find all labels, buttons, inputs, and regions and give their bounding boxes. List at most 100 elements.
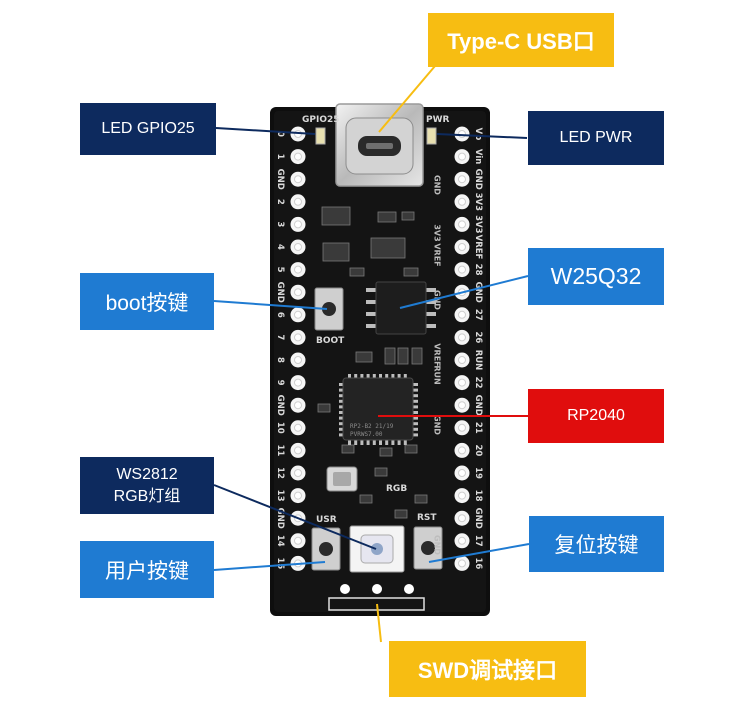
pin-hole-center xyxy=(458,243,466,251)
pin-label-right: Vin xyxy=(473,149,483,164)
line-boot xyxy=(213,300,328,310)
pin-hole-center xyxy=(294,152,302,161)
rp2040-pin xyxy=(391,374,395,379)
silk-rst: RST xyxy=(417,513,437,523)
rp2040-pin xyxy=(372,374,376,379)
pin-hole-center xyxy=(458,469,466,477)
pin-hole-center xyxy=(458,423,466,432)
line-led-pwr xyxy=(436,133,528,139)
user-button[interactable] xyxy=(311,527,341,571)
pin-hole-center xyxy=(294,243,302,251)
pin-label-left: 1 xyxy=(275,154,285,160)
silk-gpio25: GPIO25 xyxy=(302,115,340,125)
pin-label-left: 12 xyxy=(275,467,285,479)
pin-label-left: 3 xyxy=(275,221,285,227)
rp2040-pin xyxy=(379,374,382,379)
chip-marking-2: PVRWS7.00 xyxy=(350,431,383,438)
pin-label-right: 17 xyxy=(473,535,483,547)
pin-label-left: GND xyxy=(275,508,285,529)
rp2040-pin xyxy=(413,388,418,392)
rp2040-pin xyxy=(339,427,344,431)
rp2040-pin xyxy=(348,374,351,379)
callout-ws2812-line1: WS2812 xyxy=(116,465,178,483)
rp2040-pin xyxy=(413,399,418,403)
rp2040-pin xyxy=(391,440,395,445)
rp2040-pin xyxy=(339,383,344,386)
pin-label-inner: GND xyxy=(433,290,442,310)
pin-hole-center xyxy=(458,356,466,364)
pin-label-right: 3V3 xyxy=(473,215,483,233)
pin-hole-center xyxy=(458,152,466,161)
pin-label-left: 11 xyxy=(275,444,285,456)
line-reset-key xyxy=(428,543,530,563)
pin-hole-center xyxy=(294,197,302,206)
pin-hole-center xyxy=(458,220,466,229)
rp2040-pin xyxy=(360,374,364,379)
rp2040-pin xyxy=(397,374,401,379)
pin-hole-center xyxy=(294,288,302,297)
pin-hole-center xyxy=(458,536,466,545)
rp2040-pin xyxy=(339,394,344,398)
pin-hole-center xyxy=(458,197,466,206)
pin-label-inner: GND xyxy=(433,415,442,435)
rp2040-pin xyxy=(385,374,389,379)
rp2040-pin xyxy=(403,374,407,379)
pin-labels-right: VbVinGND3V33V3VREF28GND2726RUN22GND21201… xyxy=(433,128,484,570)
rp2040-pin xyxy=(403,440,407,445)
rp2040-pin xyxy=(397,440,401,445)
pin-label-right: GND xyxy=(473,282,483,303)
callout-w25q32: W25Q32 xyxy=(528,248,664,305)
swd-header xyxy=(328,584,425,611)
rp2040-pin xyxy=(413,427,418,431)
pin-hole-center xyxy=(458,333,466,342)
rp2040-pin xyxy=(413,416,418,420)
pin-hole-center xyxy=(294,220,302,229)
line-led-gpio25 xyxy=(215,127,316,135)
pin-hole-center xyxy=(458,310,466,319)
pin-label-left: 9 xyxy=(275,380,285,386)
pin-hole-center xyxy=(458,514,466,523)
pin-hole-center xyxy=(458,265,466,274)
pin-label-right: 20 xyxy=(473,444,483,456)
line-swd xyxy=(376,603,382,643)
pin-hole-center xyxy=(294,310,302,319)
callout-typec: Type-C USB口 xyxy=(428,13,614,67)
pin-hole-center xyxy=(294,536,302,545)
reset-button[interactable] xyxy=(413,526,443,570)
pin-label-right: 18 xyxy=(473,490,483,502)
pin-label-inner: VREF xyxy=(433,243,442,266)
crystal-oscillator xyxy=(326,466,358,492)
pin-hole-center xyxy=(458,401,466,410)
boot-button[interactable] xyxy=(314,287,344,331)
pin-label-right: 27 xyxy=(473,309,483,321)
rp2040-pin xyxy=(413,422,418,426)
callout-boot-key: boot按键 xyxy=(80,273,214,330)
pin-hole-center xyxy=(294,469,302,477)
rp2040-pin xyxy=(339,433,344,437)
pin-label-right: 3V3 xyxy=(473,193,483,211)
rp2040-pin xyxy=(366,374,370,379)
rp2040-pin xyxy=(339,405,344,409)
silk-boot: BOOT xyxy=(316,336,345,346)
pin-hole-center xyxy=(294,446,302,455)
rp2040-pin xyxy=(339,399,344,403)
pin-label-left: 4 xyxy=(275,244,285,250)
pin-hole-center xyxy=(294,401,302,410)
pin-label-left: 0 xyxy=(275,131,285,137)
pin-label-left: GND xyxy=(275,282,285,303)
pin-hole-center xyxy=(294,423,302,432)
pin-label-inner: GND xyxy=(433,175,442,195)
pin-hole-center xyxy=(458,491,466,500)
silk-usr: USR xyxy=(316,515,337,525)
pin-hole-center xyxy=(294,491,302,500)
pin-label-right: RUN xyxy=(473,350,483,371)
rp2040-pin xyxy=(348,440,351,445)
rp2040-pin xyxy=(360,440,364,445)
rp2040-pin xyxy=(339,388,344,392)
pin-label-left: 15 xyxy=(275,557,285,569)
rp2040-pin xyxy=(385,440,389,445)
pin-label-inner: RUN xyxy=(433,365,442,384)
callout-ws2812: WS2812 RGB灯组 xyxy=(80,457,214,514)
rp2040-chip: RP2-B2 21/19 PVRWS7.00 xyxy=(339,374,418,445)
